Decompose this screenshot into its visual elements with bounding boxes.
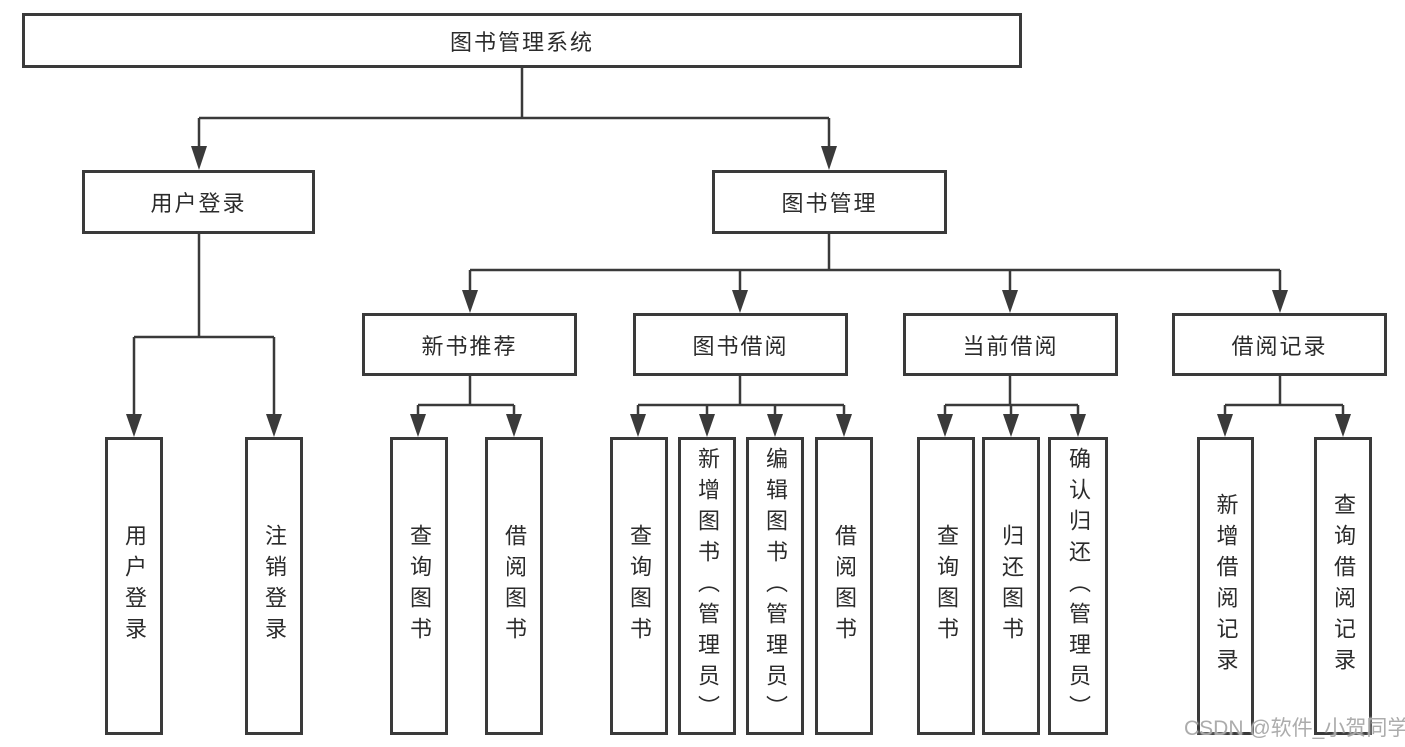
leaf-label: 注销登录 [262, 524, 287, 648]
leaf-return-books: 归还图书 [982, 437, 1040, 735]
leaf-add-borrow-record: 新增借阅记录 [1197, 437, 1254, 735]
leaf-label: 编辑图书（管理员） [763, 446, 788, 726]
leaf-query-borrow-record: 查询借阅记录 [1314, 437, 1372, 735]
leaf-label: 确认归还（管理员） [1066, 446, 1091, 726]
leaf-logout: 注销登录 [245, 437, 303, 735]
leaf-label: 归还图书 [999, 524, 1024, 648]
node-label: 用户登录 [150, 191, 247, 216]
leaf-label: 新增借阅记录 [1213, 493, 1239, 679]
leaf-borrow-books: 借阅图书 [815, 437, 873, 735]
node-label: 当前借阅 [962, 333, 1059, 359]
leaf-query-books: 查询图书 [390, 437, 448, 735]
leaf-borrow-books: 借阅图书 [485, 437, 543, 735]
node-book-borrowing: 图书借阅 [633, 313, 848, 376]
node-label: 图书借阅 [692, 333, 789, 359]
leaf-add-books-admin: 新增图书（管理员） [678, 437, 736, 735]
leaf-label: 借阅图书 [832, 524, 857, 648]
leaf-user-login: 用户登录 [105, 437, 163, 735]
node-label: 新书推荐 [421, 333, 518, 359]
node-user-login: 用户登录 [82, 170, 315, 234]
leaf-query-books: 查询图书 [917, 437, 975, 735]
node-book-management: 图书管理 [712, 170, 947, 234]
node-borrowing-records: 借阅记录 [1172, 313, 1387, 376]
node-label: 图书管理 [781, 191, 878, 216]
node-label: 借阅记录 [1231, 333, 1328, 359]
leaf-label: 查询图书 [407, 524, 432, 648]
leaf-query-books: 查询图书 [610, 437, 668, 735]
leaf-label: 查询图书 [934, 524, 959, 648]
leaf-label: 新增图书（管理员） [695, 446, 720, 726]
node-new-book-recommendation: 新书推荐 [362, 313, 577, 376]
watermark: CSDN @软件_小贺同学 [1184, 717, 1405, 740]
leaf-confirm-return-admin: 确认归还（管理员） [1048, 437, 1108, 735]
leaf-label: 借阅图书 [502, 524, 527, 648]
node-label: 图书管理系统 [449, 29, 594, 55]
leaf-label: 用户登录 [122, 524, 147, 648]
node-current-borrowing: 当前借阅 [903, 313, 1118, 376]
leaf-edit-books-admin: 编辑图书（管理员） [746, 437, 804, 735]
leaf-label: 查询图书 [627, 524, 652, 648]
node-library-management-system: 图书管理系统 [22, 13, 1022, 68]
leaf-label: 查询借阅记录 [1331, 493, 1356, 679]
